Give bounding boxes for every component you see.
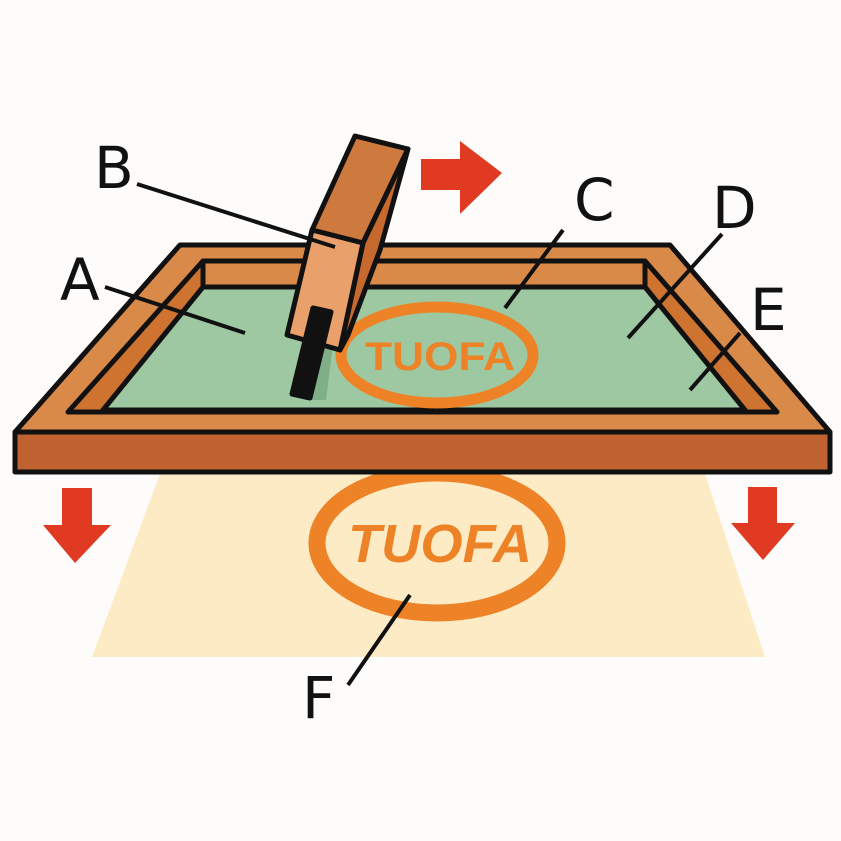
stencil-logo-ellipse: [335, 301, 539, 409]
leader-line-f: [346, 593, 412, 687]
leader-line-e: [688, 331, 742, 392]
arrow-down-left-icon: [43, 488, 111, 563]
label-d: D: [712, 174, 757, 242]
leader-line-a: [104, 285, 246, 335]
label-b: B: [94, 134, 134, 202]
frame-back-wall: [200, 258, 648, 290]
squeegee-front: [284, 227, 366, 353]
stencil-logo: TUOFA: [335, 301, 539, 409]
arrow-right-icon: [421, 141, 502, 214]
label-f: F: [302, 664, 335, 732]
squeegee: [284, 133, 411, 401]
printed-logo-text: TUOFA: [348, 514, 532, 574]
leader-line-d: [626, 232, 724, 340]
squeegee-rubber-blade: [289, 305, 334, 401]
mesh-screen: [100, 284, 748, 413]
label-a: A: [60, 246, 100, 314]
screen-frame: [12, 242, 833, 475]
stencil-logo-text: TUOFA: [365, 335, 515, 379]
label-c: C: [574, 166, 615, 234]
frame-front-face: [12, 429, 833, 475]
arrow-down-right-icon: [731, 487, 795, 560]
label-e: E: [750, 276, 787, 344]
leader-line-c: [503, 228, 565, 310]
paper-substrate: [92, 474, 765, 657]
leader-line-b: [136, 182, 336, 249]
